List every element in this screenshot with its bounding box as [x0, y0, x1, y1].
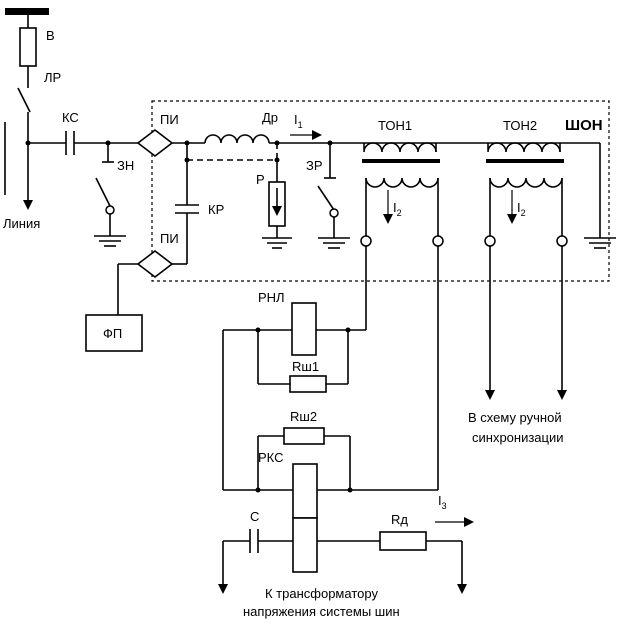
shon-ground: [584, 143, 616, 249]
label-shon: ШОН: [565, 117, 603, 134]
fp-box: [85, 314, 143, 352]
label-trans-1: К трансформатору: [265, 586, 378, 601]
label-c: С: [250, 509, 259, 524]
transformer-ton2: [484, 142, 568, 247]
earthing-switch-zr: [317, 143, 350, 249]
resistor-rsh1: [289, 375, 327, 393]
label-zr: ЗР: [306, 158, 323, 173]
capacitor-kr: [175, 204, 199, 214]
label-kr: КР: [208, 202, 224, 217]
transformer-ton1: [360, 142, 444, 247]
label-rnl: РНЛ: [258, 290, 285, 305]
label-sync-2: синхронизации: [472, 430, 564, 445]
label-fp: ФП: [103, 326, 122, 341]
label-dr: Др: [262, 110, 278, 125]
busbar: [5, 8, 49, 28]
label-i2a: I2: [393, 200, 402, 218]
label-lr: ЛР: [44, 70, 61, 85]
resistor-rsh2: [283, 427, 325, 445]
label-rd: Rд: [391, 512, 408, 527]
label-ton2: ТОН2: [503, 118, 537, 133]
pi-top-diamond: [136, 128, 174, 158]
label-i2b: I2: [517, 200, 526, 218]
arrester-r: [262, 181, 292, 249]
earthing-switch-zn: [94, 143, 126, 247]
relay-rnl: [291, 302, 317, 356]
label-r: Р: [256, 172, 265, 187]
shon-enclosure: [151, 100, 610, 282]
label-i3: I3: [438, 493, 447, 511]
label-trans-2: напряжения системы шин: [243, 604, 400, 619]
disconnector-lr: [17, 87, 33, 210]
pi-bottom-diamond: [136, 249, 174, 279]
label-b: В: [46, 28, 55, 43]
label-zn: ЗН: [117, 158, 134, 173]
label-line: Линия: [3, 216, 40, 231]
capacitor-ks: [65, 131, 75, 155]
label-rks: РКС: [258, 450, 284, 465]
resistor-rd: [379, 531, 427, 551]
label-ton1: ТОН1: [378, 118, 412, 133]
label-i1: I1: [294, 112, 303, 130]
breaker-b: [19, 27, 37, 88]
label-ks: КС: [62, 110, 79, 125]
choke-dr: [204, 134, 270, 144]
label-rsh1: Rш1: [292, 359, 319, 374]
label-rsh2: Rш2: [290, 409, 317, 424]
relay-rks: [292, 463, 318, 573]
capacitor-c: [249, 529, 259, 553]
label-pi-bottom: ПИ: [160, 231, 179, 246]
label-pi-top: ПИ: [160, 112, 179, 127]
label-sync-1: В схему ручной: [468, 410, 562, 425]
